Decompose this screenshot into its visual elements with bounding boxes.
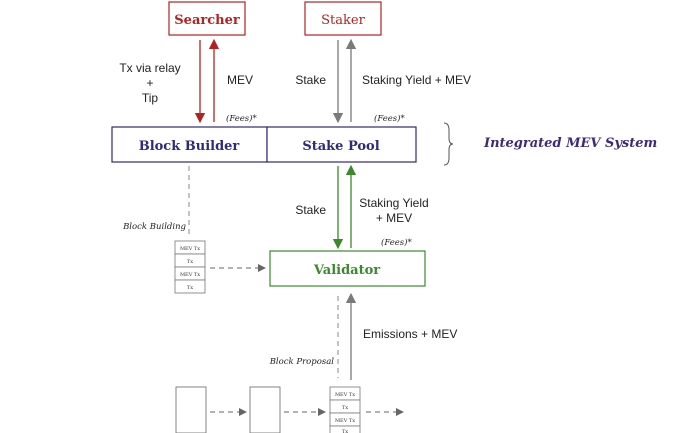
validator-label: Validator (313, 263, 380, 278)
stake-pool-node (266, 126, 417, 163)
integrated-mev-system-label: Integrated MEV System (483, 136, 657, 151)
block-stack-2: MEV Tx Tx MEV Tx Tx (329, 386, 361, 433)
mev-label: MEV (227, 73, 253, 87)
fees-builder-label: (Fees)* (226, 113, 257, 124)
block-stack-1: MEV Tx Tx MEV Tx Tx (174, 240, 206, 294)
searcher-label: Searcher (174, 13, 240, 28)
emissions-mev-label: Emissions + MEV (363, 327, 457, 341)
stack1-row-0: MEV Tx (180, 246, 200, 252)
searcher-node: Searcher (168, 1, 246, 36)
validator-node: Validator (269, 250, 426, 287)
stack2-row-3: Tx (342, 429, 348, 433)
block-building-label: Block Building (122, 222, 186, 232)
staking-yield-mid-label: Staking Yield (359, 196, 428, 210)
stack1-row-1: Tx (187, 259, 193, 265)
system-brace (443, 122, 454, 166)
tx-via-relay-label: Tx via relay (119, 61, 180, 75)
stake-pool-label: Stake Pool (302, 139, 379, 154)
chain-block-1 (175, 386, 207, 433)
tip-label: Tip (142, 91, 159, 105)
staker-node: Staker (304, 1, 382, 36)
stack2-row-2: MEV Tx (335, 418, 355, 424)
staking-yield-mev-top-label: Staking Yield + MEV (362, 73, 471, 87)
block-proposal-label: Block Proposal (269, 357, 335, 367)
stack1-row-3: Tx (187, 285, 193, 291)
plus-label: + (146, 76, 153, 90)
stake-mid-label: Stake (295, 203, 326, 217)
stack1-row-2: MEV Tx (180, 272, 200, 278)
block-builder-label: Block Builder (139, 139, 240, 154)
stake-top-label: Stake (295, 73, 326, 87)
stack2-row-0: MEV Tx (335, 392, 355, 398)
block-builder-node (111, 126, 268, 163)
integrated-system-box: Block Builder Stake Pool (111, 126, 417, 163)
stack2-row-1: Tx (342, 405, 348, 411)
plus-mev-mid-label: + MEV (376, 211, 412, 225)
staker-label: Staker (321, 13, 365, 28)
fees-validator-label: (Fees)* (381, 237, 412, 248)
chain-block-2 (249, 386, 281, 433)
fees-pool-label: (Fees)* (374, 113, 405, 124)
